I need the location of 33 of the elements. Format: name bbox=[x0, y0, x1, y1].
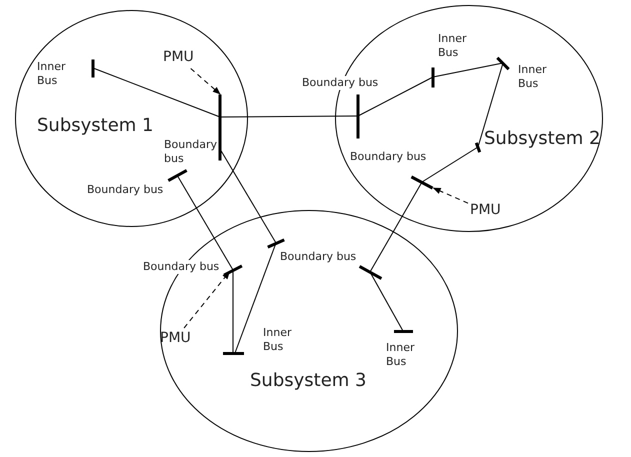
line bbox=[220, 148, 276, 244]
line bbox=[232, 270, 234, 354]
dashed-arrow bbox=[432, 188, 468, 204]
subsystem-label: Subsystem 3 bbox=[250, 370, 367, 392]
line bbox=[432, 62, 504, 78]
dashed-arrow bbox=[190, 68, 221, 95]
bus-bar bbox=[222, 352, 244, 354]
bus-label: Boundary bus bbox=[164, 138, 216, 166]
subsystem-ellipse bbox=[15, 10, 248, 227]
bus-bar bbox=[356, 94, 360, 138]
line bbox=[478, 62, 504, 148]
bus-label: Boundary bus bbox=[302, 76, 378, 90]
bus-label: Boundary bus bbox=[143, 260, 220, 274]
line bbox=[370, 182, 422, 272]
line bbox=[92, 68, 220, 118]
line bbox=[234, 242, 276, 354]
pmu-label: PMU bbox=[470, 202, 501, 220]
bus-label: Boundary bus bbox=[280, 250, 356, 264]
bus-label: Boundary bus bbox=[350, 150, 426, 164]
pmu-label: PMU bbox=[160, 330, 191, 348]
bus-bar bbox=[474, 142, 482, 152]
bus-bar bbox=[432, 67, 434, 87]
pmu-label: PMU bbox=[163, 49, 194, 66]
bus-bar bbox=[218, 94, 222, 160]
bus-label: Boundary bus bbox=[87, 183, 164, 197]
subsystem-label: Subsystem 2 bbox=[484, 128, 601, 150]
line bbox=[220, 116, 358, 118]
line bbox=[358, 76, 434, 116]
line bbox=[176, 174, 234, 270]
bus-bar bbox=[92, 59, 94, 77]
subsystem-label: Subsystem 1 bbox=[37, 115, 154, 138]
line bbox=[422, 146, 478, 182]
bus-bar bbox=[394, 330, 412, 332]
